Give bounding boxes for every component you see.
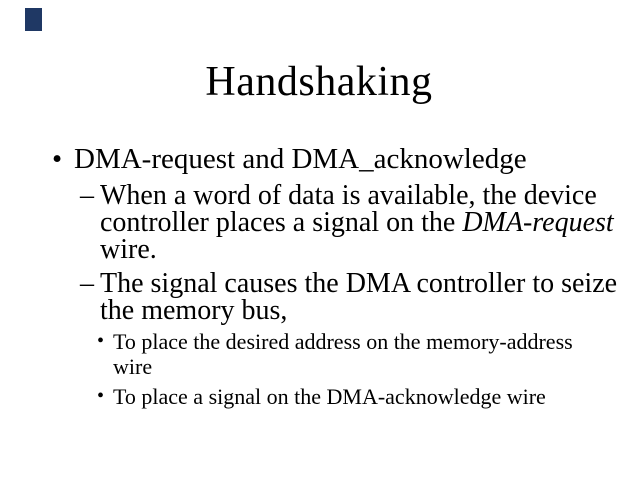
slide-title: Handshaking <box>205 59 433 105</box>
sub-sub-bullet-dma-acknowledge-wire: • To place a signal on the DMA-acknowled… <box>97 384 638 409</box>
bullet-dot-icon: • <box>97 385 105 407</box>
sub-bullet-text: The signal causes the DMA controller to … <box>100 268 638 326</box>
text-line: To place the desired address on the memo… <box>113 329 573 354</box>
dash-bullet-icon: – <box>80 180 94 211</box>
text-segment: controller places a signal on the <box>100 207 463 238</box>
slide-body: • DMA-request and DMA_acknowledge – When… <box>0 142 638 409</box>
text-line: wire <box>113 354 153 379</box>
sub-bullet-text: When a word of data is available, the de… <box>100 180 638 265</box>
text-line: the memory bus, <box>100 295 288 326</box>
text-line: The signal causes the DMA controller to … <box>100 268 618 299</box>
bullet-dot-icon: • <box>52 143 63 175</box>
sub-bullet-word-available: – When a word of data is available, the … <box>80 180 638 265</box>
corner-logo-mark <box>25 8 42 31</box>
sub-sub-bullet-text: To place the desired address on the memo… <box>113 329 638 379</box>
bullet-dot-icon: • <box>97 330 105 352</box>
text-line: controller places a signal on the DMA-re… <box>100 207 638 238</box>
sub-bullet-signal-seize: – The signal causes the DMA controller t… <box>80 268 638 326</box>
dash-bullet-icon: – <box>80 268 94 299</box>
text-segment-italic: DMA-request <box>462 207 614 238</box>
text-line: When a word of data is available, the de… <box>100 180 597 211</box>
text-line: wire. <box>100 234 157 265</box>
sub-sub-bullet-text: To place a signal on the DMA-acknowledge… <box>113 384 546 409</box>
bullet-text: DMA-request and DMA_acknowledge <box>74 143 527 175</box>
bullet-dma-request-acknowledge: • DMA-request and DMA_acknowledge <box>52 142 638 176</box>
sub-sub-bullet-desired-address: • To place the desired address on the me… <box>97 329 638 379</box>
